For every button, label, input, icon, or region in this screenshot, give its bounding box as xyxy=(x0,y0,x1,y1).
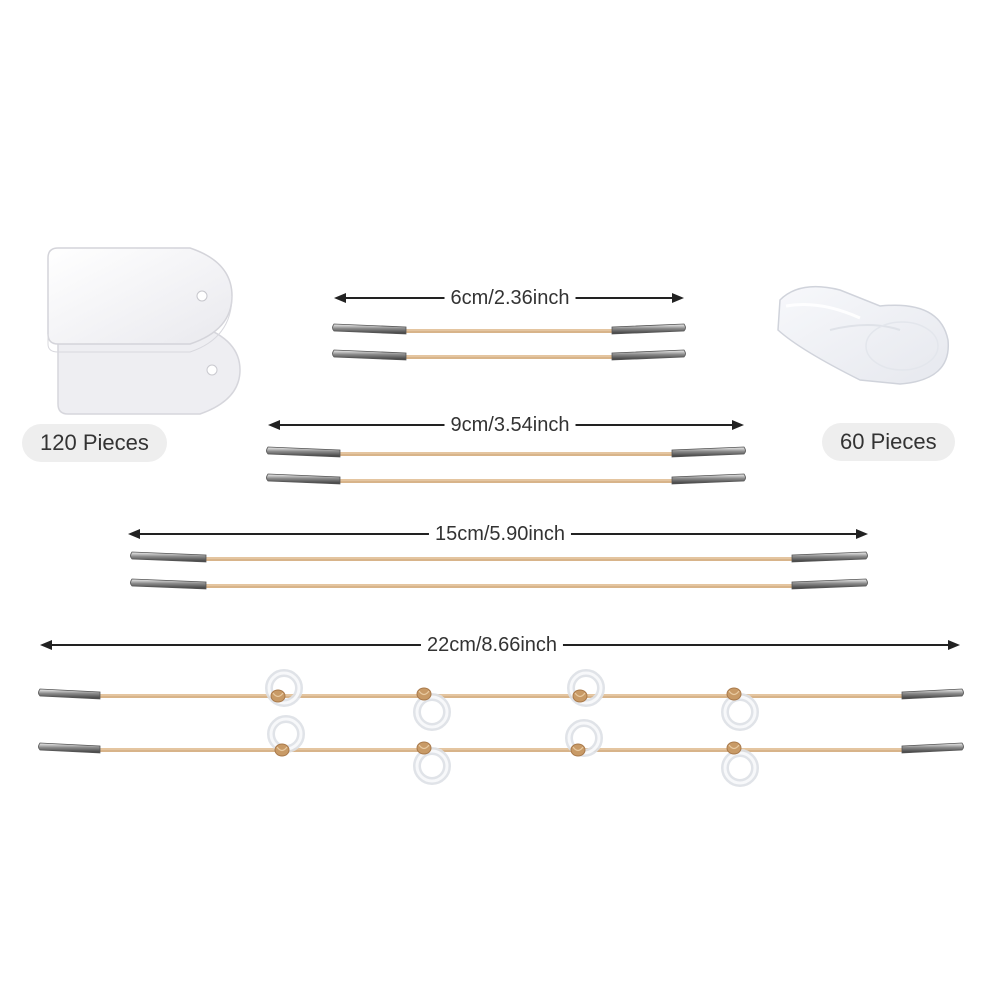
cord-0 xyxy=(332,323,686,335)
metal-tip-right xyxy=(791,578,868,590)
clear-ring-7 xyxy=(721,749,759,787)
metal-tip-right xyxy=(611,323,686,335)
cord-knot-6 xyxy=(570,743,586,757)
metal-tip-right xyxy=(671,446,746,458)
clear-ring-0 xyxy=(265,669,303,707)
metal-tip-right xyxy=(901,688,964,700)
cord-knot-2 xyxy=(572,689,588,703)
cord-1 xyxy=(332,349,686,361)
tags-count-badge: 120 Pieces xyxy=(22,424,167,462)
cord-6 xyxy=(38,688,964,700)
metal-tip-left xyxy=(332,323,407,335)
cord-7 xyxy=(38,742,964,754)
clear-ring-1 xyxy=(413,693,451,731)
metal-tip-left xyxy=(130,551,207,563)
tag-stack xyxy=(47,247,241,415)
measure-label-6cm: 6cm/2.36inch xyxy=(444,286,576,310)
tag-front xyxy=(47,247,233,353)
cord-knot-5 xyxy=(416,741,432,755)
cord-knot-7 xyxy=(726,741,742,755)
cord-knot-1 xyxy=(416,687,432,701)
clear-ring-5 xyxy=(413,747,451,785)
stickers-count-badge: 60 Pieces xyxy=(822,423,955,461)
cord-5 xyxy=(130,578,868,590)
metal-tip-left xyxy=(38,688,101,700)
cord-knot-3 xyxy=(726,687,742,701)
cord-4 xyxy=(130,551,868,563)
cord-3 xyxy=(266,473,746,485)
measure-label-15cm: 15cm/5.90inch xyxy=(428,522,572,546)
metal-tip-right xyxy=(791,551,868,563)
cord-2 xyxy=(266,446,746,458)
clear-ring-2 xyxy=(567,669,605,707)
cord-strands xyxy=(38,323,964,754)
clear-stickers xyxy=(777,285,949,385)
metal-tip-left xyxy=(266,473,341,485)
clear-ring-3 xyxy=(721,693,759,731)
metal-tip-left xyxy=(130,578,207,590)
metal-tip-left xyxy=(332,349,407,361)
measure-label-22cm: 22cm/8.66inch xyxy=(420,633,564,657)
metal-tip-left xyxy=(38,742,101,754)
rings xyxy=(265,669,759,787)
metal-tip-right xyxy=(611,349,686,361)
metal-tip-right xyxy=(671,473,746,485)
cord-knot-4 xyxy=(274,743,290,757)
measure-label-9cm: 9cm/3.54inch xyxy=(444,413,576,437)
metal-tip-right xyxy=(901,742,964,754)
cord-knot-0 xyxy=(270,689,286,703)
metal-tip-left xyxy=(266,446,341,458)
